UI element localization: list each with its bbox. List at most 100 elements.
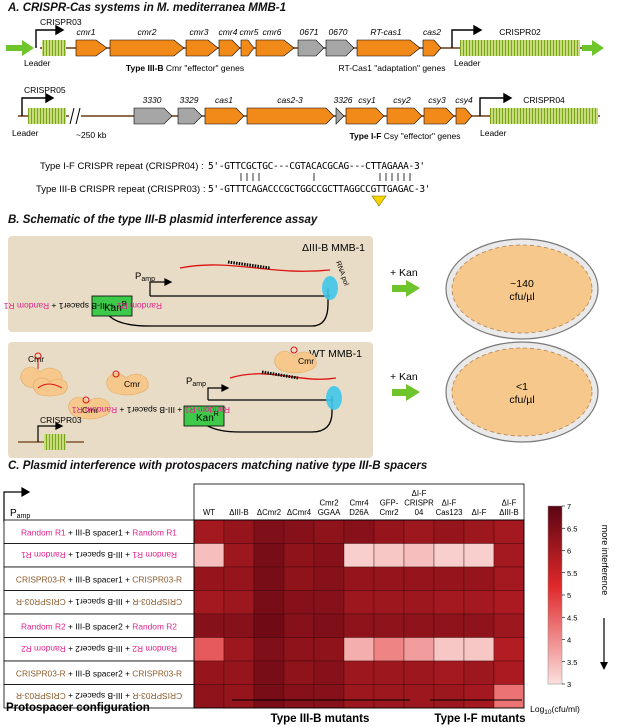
- kan-resistance-box-bottom: [183, 405, 225, 427]
- footer-protospacer-label: Protospacer configuration: [6, 702, 150, 714]
- heatmap-cell: [193, 519, 225, 544]
- column-header-label: ΔI-F: [442, 499, 457, 508]
- footer-typeIF-label: Type I-F mutants: [434, 713, 525, 725]
- heatmap-cell: [253, 543, 285, 568]
- column-header-label: ΔCmr2: [257, 508, 281, 517]
- cmr-complex-icon: Cmr: [68, 396, 111, 420]
- gene-label-3329: 3329: [180, 95, 199, 105]
- row-label: Random R1 + III-B spacer1 + Random R1: [21, 550, 177, 560]
- gene-label-3326: 3326: [334, 95, 353, 105]
- heatmap-cell: [373, 543, 405, 568]
- row-label: Random R1 + III-B spacer1 + Random R1: [21, 527, 177, 537]
- strain-label-wt: WT MMB-1: [309, 348, 362, 360]
- column-header-label: Cas123: [436, 508, 463, 517]
- heatmap-cell: [283, 566, 315, 591]
- row-label: Random R2 + III-B spacer2 + Random R2: [21, 621, 177, 631]
- legend-tick-label: 6: [567, 547, 571, 556]
- legend-tick-label: 3.5: [567, 658, 577, 667]
- legend-tick-label: 7: [567, 502, 571, 511]
- gene-label-0670: 0670: [329, 27, 348, 37]
- kan-label-top: KanR: [104, 301, 127, 314]
- typeIIIB-gene-caption: Type III-B Cmr "effector" genes: [126, 63, 244, 73]
- heatmap-cell: [343, 566, 375, 591]
- gene-label-csy3: csy3: [428, 95, 446, 105]
- heatmap-cell: [253, 684, 285, 709]
- gene-label-cas2-3: cas2-3: [277, 95, 303, 105]
- gene-3326: [335, 107, 345, 125]
- column-header-label: D26A: [349, 508, 369, 517]
- gene-label-cmr5: cmr5: [240, 27, 259, 37]
- heatmap-cell: [253, 566, 285, 591]
- green-arrow-icon: [392, 384, 420, 401]
- heatmap-cell: [463, 660, 495, 685]
- heatmap-cell: [223, 566, 255, 591]
- footer-typeIIIB-label: Type III-B mutants: [271, 713, 370, 725]
- heatmap-cell: [463, 590, 495, 615]
- column-header-label: WT: [203, 508, 215, 517]
- gene-csy4: [455, 107, 473, 125]
- gene-csy3: [423, 107, 455, 125]
- column-header-box: [193, 483, 525, 521]
- heatmap-cell: [343, 637, 375, 662]
- typeIF-gene-caption: Type I-F Csy "effector" genes: [349, 131, 460, 141]
- heatmap-cell: [433, 543, 465, 568]
- crispr03-label: CRISPR03: [40, 17, 82, 27]
- heatmap-border: [193, 519, 525, 709]
- row-label: Random R2 + III-B spacer2 + Random R2: [21, 644, 177, 654]
- heatmap-cell: [313, 566, 345, 591]
- gene-label-cmr1: cmr1: [77, 27, 96, 37]
- column-header-label: Cmr2: [319, 499, 338, 508]
- row-label: CRISPR03-R + III-B spacer2 + CRISPR03-R: [16, 691, 182, 701]
- legend-tick-label: 6.5: [567, 524, 577, 533]
- gene-cas2: [422, 39, 442, 57]
- column-header-label: Cmr2: [379, 508, 398, 517]
- legend-tick-label: 5: [567, 591, 571, 600]
- gene-0671: [297, 39, 325, 57]
- heatmap-cell: [193, 684, 225, 709]
- heatmap-cell: [373, 684, 405, 709]
- repeat-row2-sequence: 5'-GTTTCAGACCCGCTGGCCGCTTAGGCCGTTGAGAC-3…: [208, 184, 430, 195]
- heatmap-cell: [313, 543, 345, 568]
- heatmap-cell: [283, 684, 315, 709]
- heatmap-cell: [463, 684, 495, 709]
- pamp-label-top: Pamp: [135, 271, 155, 283]
- gene-3330: [133, 107, 173, 125]
- leader-label-right-2: Leader: [480, 128, 507, 138]
- heatmap-cell: [463, 519, 495, 544]
- heatmap-cell: [493, 519, 525, 544]
- rna-transcript-top: [179, 264, 331, 272]
- plate-top-unit: cfu/µl: [509, 291, 534, 303]
- heatmap-cell: [373, 566, 405, 591]
- heatmap-cell: [403, 684, 435, 709]
- heatmap-cell: [253, 660, 285, 685]
- heatmap-cell: [283, 613, 315, 638]
- legend-tick-label: 5.5: [567, 569, 577, 578]
- promoter-arrow-icon: [149, 278, 173, 296]
- row-labels: Random R1 + III-B spacer1 + Random R1 Ran…: [3, 519, 195, 709]
- svg-text:Cmr: Cmr: [298, 356, 314, 366]
- column-header-label: ΔIII-B: [229, 508, 249, 517]
- plate-bottom-count: <1: [516, 381, 528, 393]
- crispr05-array: [28, 108, 66, 124]
- heatmap-cell: [373, 519, 405, 544]
- green-arrow-icon: [392, 280, 420, 297]
- heatmap-cell: [493, 660, 525, 685]
- gene-label-0671: 0671: [300, 27, 319, 37]
- gene-label-csy4: csy4: [455, 95, 473, 105]
- right-arrow-icon: [582, 40, 604, 56]
- leader-label-right: Leader: [454, 58, 481, 68]
- break-mark: [69, 107, 75, 125]
- heatmap-cell: [403, 566, 435, 591]
- promoter-arrow-icon: [37, 422, 64, 442]
- heatmap-cell: [493, 684, 525, 709]
- gene-label-cmr3: cmr3: [190, 27, 209, 37]
- gene-label-cas1: cas1: [215, 95, 233, 105]
- row1-genes: [75, 39, 442, 57]
- legend-tick-label: 3: [567, 680, 571, 689]
- heatmap-cell: [343, 543, 375, 568]
- heatmap-cell: [493, 566, 525, 591]
- gene-cmr2: [109, 39, 185, 57]
- crispr03-array-wt: [44, 434, 66, 450]
- heatmap-cell: [343, 660, 375, 685]
